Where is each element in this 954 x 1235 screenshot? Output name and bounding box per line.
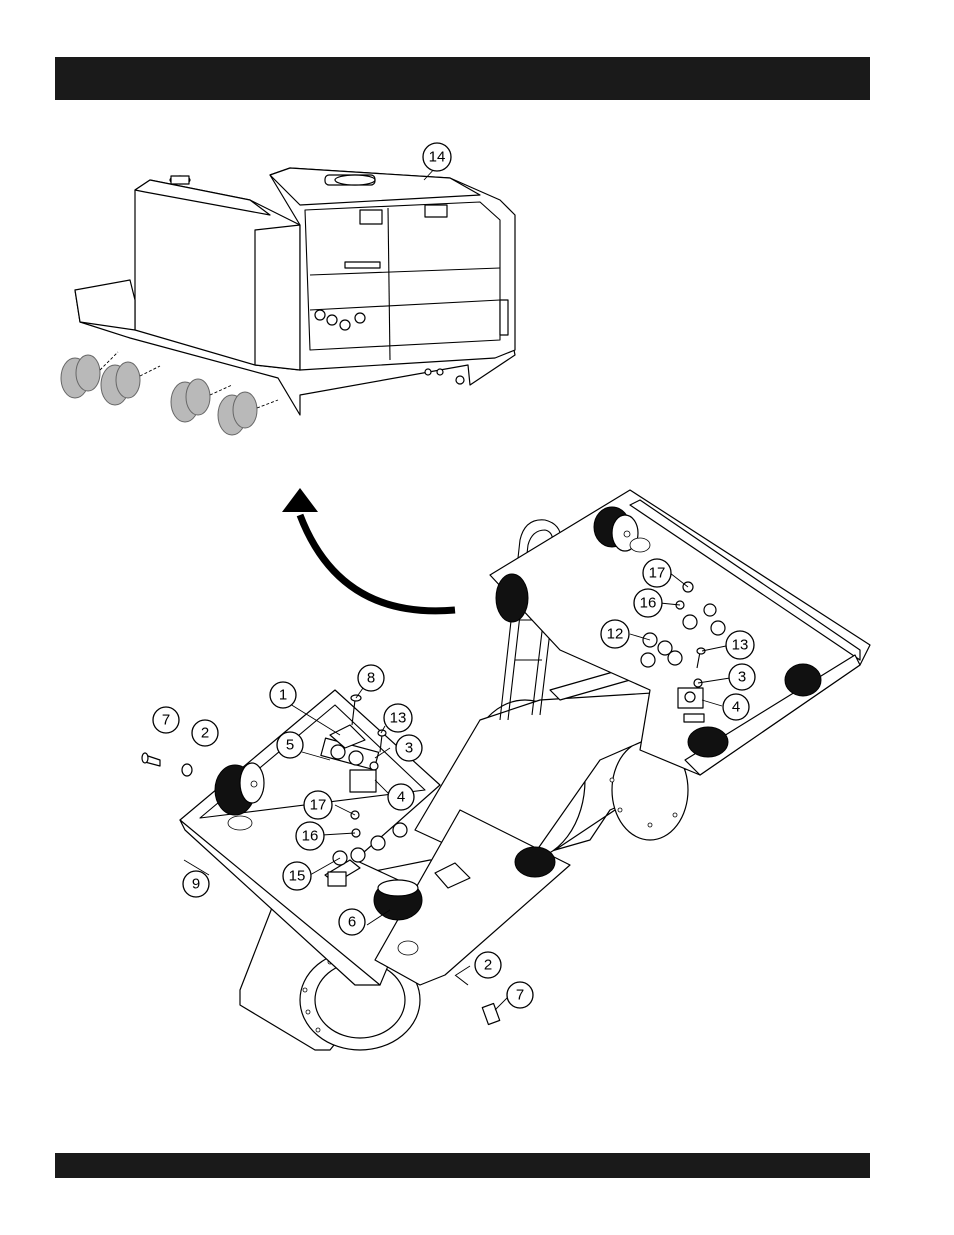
main-frame xyxy=(180,490,870,1050)
callout-4-right: 4 xyxy=(723,694,749,720)
callout-13-left: 13 xyxy=(384,704,412,732)
callout-label: 6 xyxy=(348,914,356,931)
callout-16-left: 16 xyxy=(296,822,324,850)
callout-label: 16 xyxy=(302,828,319,845)
callout-label: 9 xyxy=(192,876,200,893)
callout-label: 7 xyxy=(516,987,524,1004)
callout-12: 12 xyxy=(601,620,629,648)
callout-label: 4 xyxy=(732,699,740,716)
callout-label: 7 xyxy=(162,712,170,729)
callout-1: 1 xyxy=(270,682,296,708)
tank-cover-assembly xyxy=(75,168,515,415)
callout-2-left: 2 xyxy=(192,720,218,746)
callout-label: 8 xyxy=(367,670,375,687)
callout-label: 17 xyxy=(649,565,666,582)
callout-17-right: 17 xyxy=(643,559,671,587)
callout-7-left: 7 xyxy=(153,707,179,733)
callout-8: 8 xyxy=(358,665,384,691)
callout-14: 14 xyxy=(423,143,451,171)
callout-7-bottom: 7 xyxy=(507,982,533,1008)
callout-label: 4 xyxy=(397,789,405,806)
callout-label: 15 xyxy=(289,868,306,885)
callout-label: 1 xyxy=(279,687,287,704)
callout-label: 16 xyxy=(640,595,657,612)
callout-3-left: 3 xyxy=(396,735,422,761)
callout-label: 13 xyxy=(732,637,749,654)
callout-label: 3 xyxy=(405,740,413,757)
callout-label: 12 xyxy=(607,626,624,643)
callout-label: 2 xyxy=(484,957,492,974)
callout-label: 2 xyxy=(201,725,209,742)
callout-6: 6 xyxy=(339,909,365,935)
callout-17-left: 17 xyxy=(304,791,332,819)
callout-15: 15 xyxy=(283,862,311,890)
callout-3-right: 3 xyxy=(729,664,755,690)
callout-9: 9 xyxy=(183,871,209,897)
callout-13-right: 13 xyxy=(726,631,754,659)
callout-4-left: 4 xyxy=(388,784,414,810)
lift-direction-arrow xyxy=(282,488,455,611)
callout-label: 5 xyxy=(286,737,294,754)
callout-label: 3 xyxy=(738,669,746,686)
callout-label: 13 xyxy=(390,710,407,727)
callout-label: 17 xyxy=(310,797,327,814)
callout-5: 5 xyxy=(277,732,303,758)
callout-label: 14 xyxy=(429,149,446,166)
callout-2-bottom: 2 xyxy=(475,952,501,978)
callout-16-right: 16 xyxy=(634,589,662,617)
